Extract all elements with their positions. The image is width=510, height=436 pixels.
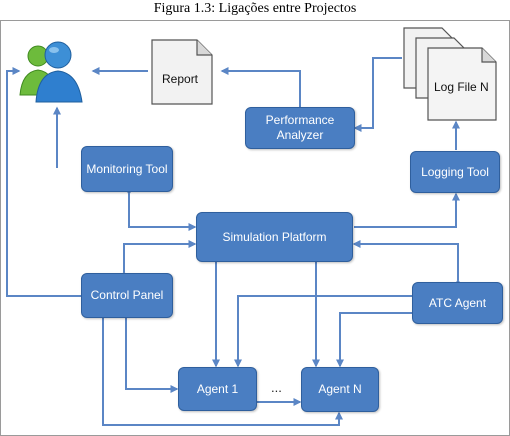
control-panel-node: Control Panel bbox=[81, 273, 173, 318]
agent-n-node: Agent N bbox=[301, 367, 379, 412]
agent-n-label: Agent N bbox=[318, 382, 362, 396]
connector-platform-to-logging bbox=[354, 192, 460, 228]
connector-analyzer-to-report bbox=[220, 67, 301, 107]
connector-control-to-users bbox=[6, 67, 81, 297]
performance-analyzer-label: Performance Analyzer bbox=[265, 113, 335, 142]
agent-1-label: Agent 1 bbox=[196, 381, 239, 396]
atc-agent-label: ATC Agent bbox=[428, 295, 487, 310]
connector-control-agent1 bbox=[125, 318, 179, 393]
stacked-documents-icon bbox=[403, 27, 497, 121]
document-icon bbox=[151, 39, 213, 105]
connector-atc-platform bbox=[352, 240, 462, 287]
simulation-platform-node: Simulation Platform bbox=[196, 212, 353, 262]
report-label: Report bbox=[162, 72, 199, 86]
connector-atc-agentn bbox=[336, 309, 419, 368]
logging-tool-label: Logging Tool bbox=[421, 164, 489, 179]
logging-tool-node: Logging Tool bbox=[410, 151, 500, 193]
monitoring-tool-node: Monitoring Tool bbox=[81, 146, 173, 192]
agent-1-node: Agent 1 bbox=[178, 367, 257, 411]
connector-control-platform bbox=[120, 240, 197, 279]
simulation-platform-label: Simulation Platform bbox=[222, 229, 327, 244]
connector-logfile-to-analyzer bbox=[353, 57, 402, 132]
monitoring-tool-label: Monitoring Tool bbox=[86, 161, 168, 176]
atc-agent-node: ATC Agent bbox=[412, 282, 503, 324]
agents-ellipsis: ... bbox=[271, 380, 282, 395]
connector-atc-agent1 bbox=[234, 292, 419, 368]
figure-caption: Figura 1.3: Ligações entre Projectos bbox=[153, 1, 357, 16]
connector-control-agentn bbox=[102, 318, 343, 426]
connector-monitoring-platform bbox=[125, 187, 197, 231]
log-file-label: Log File N bbox=[434, 80, 489, 94]
control-panel-label: Control Panel bbox=[90, 288, 164, 302]
users-icon bbox=[19, 41, 83, 103]
performance-analyzer-node: Performance Analyzer bbox=[245, 107, 355, 149]
